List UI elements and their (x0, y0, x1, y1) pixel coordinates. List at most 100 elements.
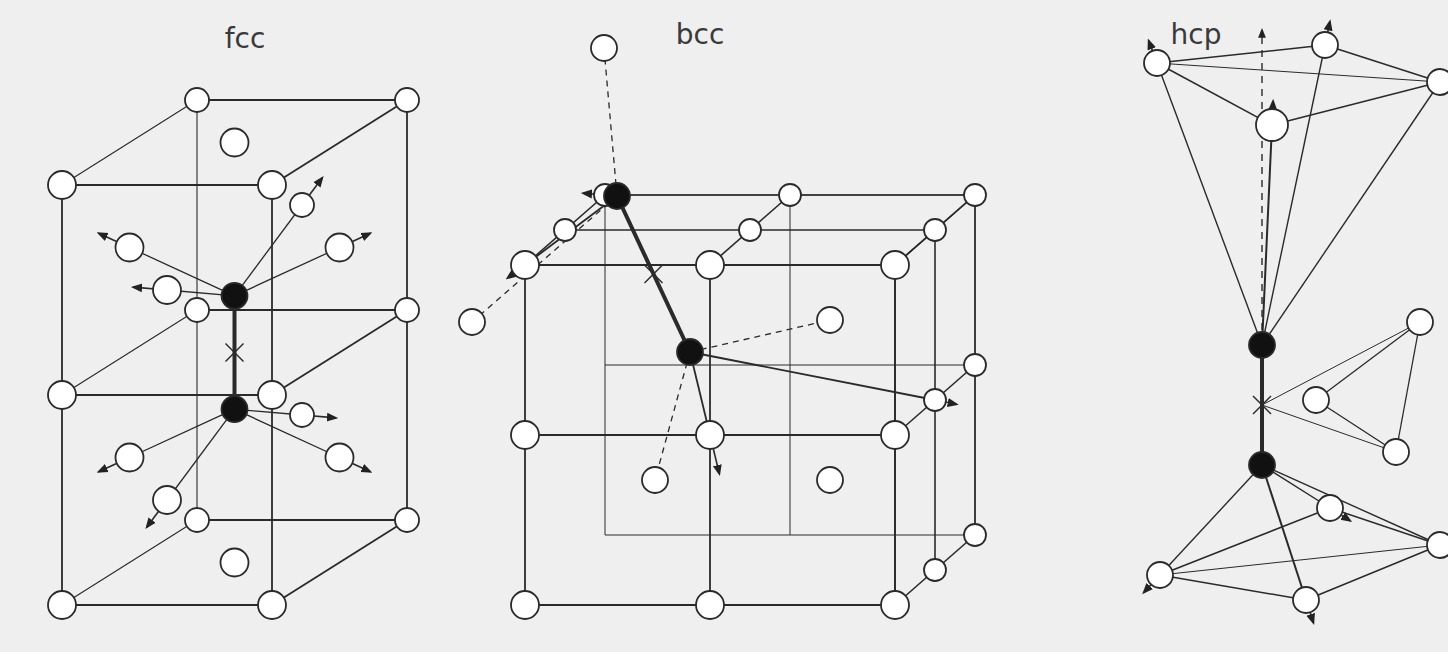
dumbbell-atom (222, 283, 248, 309)
lattice-atom (511, 251, 539, 279)
lattice-atom (739, 219, 761, 241)
lattice-atom (395, 88, 419, 112)
lattice-atom (591, 35, 617, 61)
cell-edge (1316, 400, 1396, 452)
lattice-atom (511, 421, 539, 449)
lattice-atom (258, 171, 286, 199)
cell-edge (167, 409, 235, 500)
dumbbell-atom (604, 183, 630, 209)
cell-edge (1316, 322, 1420, 400)
cell-edge (197, 309, 407, 311)
cell-edge (130, 248, 235, 296)
dumbbell-atom (222, 396, 248, 422)
lattice-atom (326, 234, 354, 262)
lattice-atom (1303, 387, 1329, 413)
lattice-atom (1427, 69, 1448, 95)
lattice-atom (696, 251, 724, 279)
lattice-atom (881, 421, 909, 449)
cell-edge (1160, 508, 1330, 575)
lattice-atom (116, 234, 144, 262)
lattice-atom (696, 591, 724, 619)
cell-edge (272, 520, 407, 605)
lattice-atom (185, 508, 209, 532)
lattice-atom (1147, 562, 1173, 588)
cell-edge (1330, 508, 1440, 545)
dashed-bond (472, 196, 617, 322)
cell-edge (1306, 545, 1440, 600)
lattice-atom (258, 381, 286, 409)
cell-edge (1262, 125, 1272, 345)
lattice-atom (153, 486, 181, 514)
lattice-atom (326, 444, 354, 472)
lattice-atom (642, 467, 668, 493)
bonds (62, 22, 1440, 623)
cell-edge (197, 519, 407, 521)
cell-edge (62, 394, 272, 396)
cell-edge (710, 195, 790, 265)
lattice-atom (964, 184, 986, 206)
cell-edge (62, 184, 272, 186)
structure-label: fcc (225, 22, 266, 55)
cell-edge (1325, 45, 1440, 82)
lattice-atom (153, 276, 181, 304)
cell-edge (645, 265, 663, 283)
structure-label: bcc (676, 18, 725, 51)
structure-label: hcp (1171, 18, 1222, 51)
cell-edge (1160, 545, 1440, 575)
lattice-atom (48, 381, 76, 409)
cell-edge (895, 365, 975, 435)
dumbbell-atom (677, 339, 703, 365)
lattice-atom (1427, 532, 1448, 558)
lattice-atom (817, 307, 843, 333)
lattice-atom (881, 591, 909, 619)
cell-edge (62, 100, 197, 185)
cell-edge (226, 344, 244, 362)
lattice-atom (459, 309, 485, 335)
dumbbell-atom (1249, 332, 1275, 358)
lattice-atom (185, 298, 209, 322)
lattice-atom (48, 171, 76, 199)
atoms (48, 32, 1448, 619)
lattice-atom (924, 559, 946, 581)
cell-edge (1262, 405, 1396, 452)
lattice-atom (221, 549, 249, 577)
lattice-atom (1144, 50, 1170, 76)
dashed-bond (604, 48, 617, 196)
lattice-atom (881, 251, 909, 279)
cell-edge (62, 310, 197, 395)
c-axis-arrow (1261, 30, 1262, 330)
lattice-atom (696, 421, 724, 449)
lattice-atom (258, 591, 286, 619)
lattice-atom (964, 524, 986, 546)
cell-edge (1157, 63, 1440, 82)
cell-edge (130, 409, 235, 457)
cell-edge (645, 265, 663, 283)
cell-edge (226, 344, 244, 362)
lattice-atom (1383, 439, 1409, 465)
cell-edge (62, 520, 197, 605)
cell-edge (617, 196, 690, 352)
cell-edge (1157, 63, 1272, 125)
cell-edge (690, 352, 935, 400)
lattice-atom (395, 298, 419, 322)
cell-edge (235, 409, 340, 457)
cell-edge (1262, 322, 1420, 405)
lattice-atom (290, 403, 314, 427)
lattice-atom (1256, 109, 1288, 141)
cell-edge (1262, 82, 1440, 345)
cell-edge (235, 205, 303, 296)
cell-edge (272, 310, 407, 395)
cell-edge (1262, 465, 1440, 545)
cell-edge (1157, 63, 1262, 345)
cell-edge (1262, 465, 1306, 600)
cell-edge (272, 100, 407, 185)
cell-edge (1253, 396, 1271, 414)
cell-edge (895, 195, 975, 265)
cell-edge (235, 248, 340, 296)
lattice-atom (290, 193, 314, 217)
dumbbell-atom (1249, 452, 1275, 478)
cell-edge (1253, 396, 1271, 414)
lattice-atom (1407, 309, 1433, 335)
